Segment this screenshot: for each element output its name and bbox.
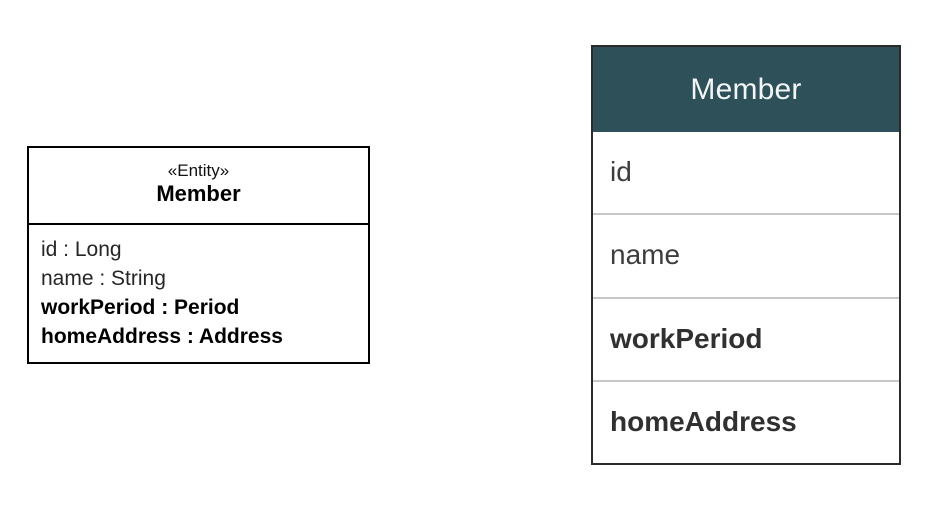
uml-class-name: Member	[156, 181, 241, 207]
db-column-label-name: name	[610, 239, 681, 271]
uml-attribute-workperiod: workPeriod : Period	[41, 296, 240, 319]
db-table-row-workperiod: workPeriod	[593, 298, 899, 382]
db-table-row-id: id	[593, 132, 899, 216]
uml-attribute-name: name : String	[41, 267, 166, 290]
db-column-label-homeaddress: homeAddress	[610, 405, 797, 437]
uml-stereotype-label: «Entity»	[167, 161, 230, 181]
uml-attribute-id: id : Long	[41, 238, 122, 261]
uml-attribute-homeaddress: homeAddress : Address	[41, 325, 283, 348]
db-table-row-name: name	[593, 215, 899, 299]
db-table-body: id name workPeriod homeAddress	[593, 132, 899, 463]
uml-attribute-compartment: id : Long name : String workPeriod : Per…	[29, 225, 368, 362]
db-column-label-workperiod: workPeriod	[610, 322, 763, 354]
db-table-member: Member id name workPeriod homeAddress	[591, 45, 901, 465]
db-column-label-id: id	[610, 156, 632, 188]
db-table-header: Member	[593, 47, 899, 132]
uml-class-box-member: «Entity» Member id : Long name : String …	[27, 146, 370, 364]
db-table-row-homeaddress: homeAddress	[593, 381, 899, 463]
uml-class-header: «Entity» Member	[29, 148, 368, 225]
db-table-title: Member	[690, 72, 802, 106]
